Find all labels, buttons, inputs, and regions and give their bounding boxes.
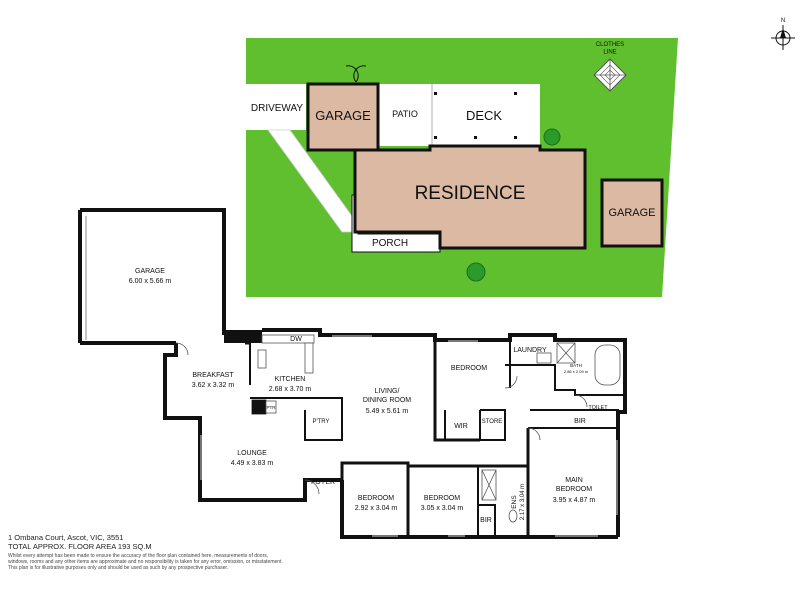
label-line: LIVING/ [375, 388, 400, 395]
room-labels: GARAGE 6.00 x 5.66 m BREAKFAST 3.62 x 3.… [129, 268, 608, 524]
site-plan: N CLOTHES LINE DRIVEWAY GARAGE PATIO DECK… [246, 18, 795, 297]
tree-icon [543, 128, 561, 146]
bedroom-top-name: BEDROOM [451, 365, 487, 372]
ens-dims: 2.17 x 3.04 m [520, 484, 526, 520]
ptr-fridge [251, 399, 267, 415]
north-arrow-icon [771, 25, 795, 50]
site-garage [306, 82, 380, 152]
plan-footer: 1 Ombana Court, Ascot, VIC, 3551 TOTAL A… [8, 533, 348, 572]
porch-label: PORCH [372, 238, 408, 249]
clothes-line-label: CLOTHES LINE [596, 42, 624, 56]
living-dims: 5.49 x 5.61 m [366, 408, 409, 415]
patio-area [378, 84, 432, 146]
bir-top-label: BIR [574, 418, 586, 425]
bath-dims: 2.86 x 2.09 m [564, 369, 589, 374]
bath-name: BATH [570, 363, 582, 368]
pantry-label: P'TRY [312, 419, 329, 425]
property-address: 1 Ombana Court, Ascot, VIC, 3551 [8, 533, 124, 542]
site-garage-label: GARAGE [315, 108, 371, 123]
label-line: CLOTHES [596, 42, 624, 48]
dw-label: DW [290, 336, 302, 343]
floor-plan-walls [78, 208, 627, 539]
lounge-name: LOUNGE [237, 450, 267, 457]
main-bedroom-name: MAIN BEDROOM [556, 477, 592, 493]
label-line: DINING ROOM [363, 397, 411, 404]
label-line: LINE [603, 50, 616, 56]
residence-label: RESIDENCE [415, 183, 526, 204]
bath-tub [594, 344, 621, 386]
main-bedroom-dims: 3.95 x 4.87 m [553, 497, 596, 504]
bedroom-3-name: BEDROOM [424, 495, 460, 502]
kitchen-name: KITCHEN [275, 376, 306, 383]
ptr-label: PTR [267, 405, 277, 410]
lounge-dims: 4.49 x 3.83 m [231, 460, 274, 467]
total-floor-area: TOTAL APPROX. FLOOR AREA 193 SQ.M [8, 542, 152, 551]
disclaimer-line: This plan is for illustrative purposes o… [8, 565, 229, 572]
disclaimer: Whilst every attempt has been made to en… [8, 553, 348, 572]
laundry-label: LAUNDRY [513, 347, 547, 354]
driveway-label: DRIVEWAY [251, 103, 304, 114]
foyer-label: FOYER [311, 479, 335, 486]
bedroom-3-dims: 3.05 x 3.04 m [421, 505, 464, 512]
shed-garage-label: GARAGE [608, 207, 655, 219]
bir-bottom-label: BIR [480, 517, 492, 524]
bedroom-2-name: BEDROOM [358, 495, 394, 502]
patio-label: PATIO [392, 109, 418, 119]
floor-plan-fixtures [175, 334, 621, 537]
store-label: STORE [482, 419, 503, 425]
kitchen-dims: 2.68 x 3.70 m [269, 386, 312, 393]
label-line: BEDROOM [556, 486, 592, 493]
wir-label: WIR [454, 423, 468, 430]
clothes-line-icon [593, 58, 627, 92]
disclaimer-line: windows, rooms and any other items are a… [8, 559, 283, 566]
north-label: N [781, 18, 785, 24]
breakfast-dims: 3.62 x 3.32 m [192, 382, 235, 389]
garage-room-dims: 6.00 x 5.66 m [129, 278, 172, 285]
tree-icon [466, 262, 486, 282]
label-line: MAIN [565, 477, 583, 484]
living-name: LIVING/DINING ROOM [363, 388, 411, 404]
disclaimer-line: Whilst every attempt has been made to en… [8, 553, 269, 559]
ens-name: ENS [511, 495, 518, 509]
site-shed-garage [600, 178, 664, 248]
breakfast-name: BREAKFAST [192, 372, 234, 379]
deck-area [432, 84, 540, 146]
site-residence [353, 144, 587, 250]
garage-room-name: GARAGE [135, 268, 165, 275]
bedroom-2-dims: 2.92 x 3.04 m [355, 505, 398, 512]
deck-label: DECK [466, 108, 502, 123]
driveway-area [246, 84, 306, 130]
toilet-label: TOILET [588, 405, 608, 411]
